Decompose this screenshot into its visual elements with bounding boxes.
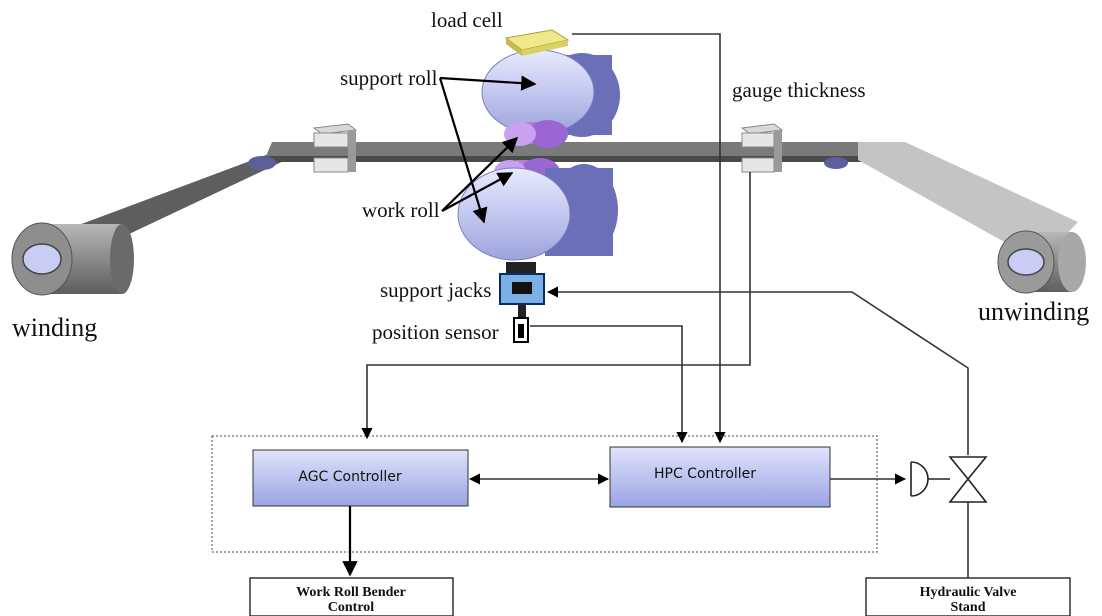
gauge-thickness-label: gauge thickness [732, 78, 866, 102]
winding-label: winding [12, 313, 97, 342]
gauge-signal-line [361, 172, 751, 440]
hpc-controller: HPC Controller [609, 446, 831, 508]
agc-controller-label: AGC Controller [298, 469, 402, 485]
left-strip-guide [312, 123, 358, 173]
load-cell-label: load cell [431, 8, 503, 32]
valve-actuator [910, 461, 950, 497]
upper-support-roll [481, 49, 620, 137]
control-enclosure [211, 435, 878, 553]
unwinding-coil [997, 230, 1086, 294]
position-sensor-signal-line [530, 325, 688, 444]
upper-work-roll [504, 120, 568, 148]
work-roll-label: work roll [362, 198, 440, 222]
work-roll-pointers [441, 136, 519, 212]
winding-coil [11, 222, 134, 296]
unwinding-label: unwinding [978, 297, 1089, 326]
hydraulic-valve-symbol [948, 456, 988, 503]
work-roll-bender-box: Work Roll Bender Control [249, 577, 454, 616]
gauge-thickness-sensor [740, 123, 784, 173]
hydraulic-valve-stand-box: Hydraulic Valve Stand [865, 577, 1071, 616]
hpc-controller-label: HPC Controller [654, 466, 756, 482]
hydraulic-valve-label-1: Hydraulic Valve [920, 585, 1017, 600]
hydraulic-feed-line [546, 286, 969, 455]
left-guide-roller [248, 156, 276, 170]
load-cell [504, 29, 570, 56]
support-roll-pointers [438, 75, 537, 224]
position-sensor-label: position sensor [372, 320, 499, 344]
support-jacks-label: support jacks [380, 278, 491, 302]
lower-support-roll [457, 164, 618, 261]
position-sensor [513, 317, 529, 343]
work-roll-bender-label-1: Work Roll Bender [296, 585, 406, 600]
load-cell-signal-line [572, 33, 726, 444]
work-roll-bender-label-2: Control [328, 600, 375, 615]
support-roll-label: support roll [340, 66, 438, 90]
hydraulic-valve-label-2: Stand [950, 600, 985, 615]
agc-controller: AGC Controller [252, 449, 469, 507]
right-guide-roller [824, 157, 848, 169]
support-jacks [499, 262, 545, 318]
